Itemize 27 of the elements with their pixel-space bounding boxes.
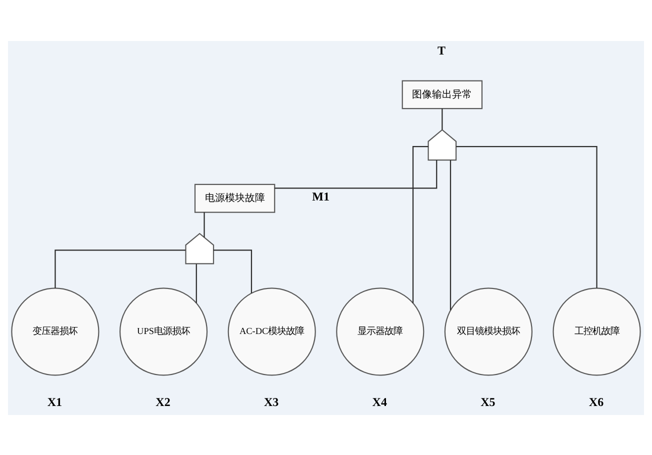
node-label: X5 (480, 394, 496, 409)
node-label: T (438, 42, 446, 57)
node-gate (428, 128, 457, 160)
node-label: X6 (588, 394, 604, 409)
node-box: 图像输出异常 (402, 80, 483, 109)
connector (412, 145, 428, 303)
node-label: X4 (372, 394, 387, 409)
node-circle: 工控机故障 (552, 287, 641, 376)
node-circle: UPS电源损坏 (119, 287, 208, 376)
connector (196, 264, 197, 302)
node-circle: AC-DC模块故障 (228, 287, 316, 376)
node-circle: 显示器故障 (336, 287, 424, 376)
node-label: M1 (312, 189, 330, 204)
node-label: X2 (156, 394, 170, 409)
node-gate (185, 232, 214, 264)
node-label: X3 (264, 394, 279, 409)
connector (450, 160, 452, 310)
node-circle: 双目镜模块损坏 (444, 287, 533, 376)
connector (274, 160, 438, 188)
connector (442, 108, 443, 130)
connector (456, 145, 598, 288)
node-box: 电源模块故障 (194, 183, 276, 212)
connector (54, 249, 186, 288)
connector (214, 249, 252, 293)
connector (204, 212, 205, 237)
node-circle: 变压器损坏 (11, 287, 100, 376)
node-label: X1 (47, 394, 62, 409)
